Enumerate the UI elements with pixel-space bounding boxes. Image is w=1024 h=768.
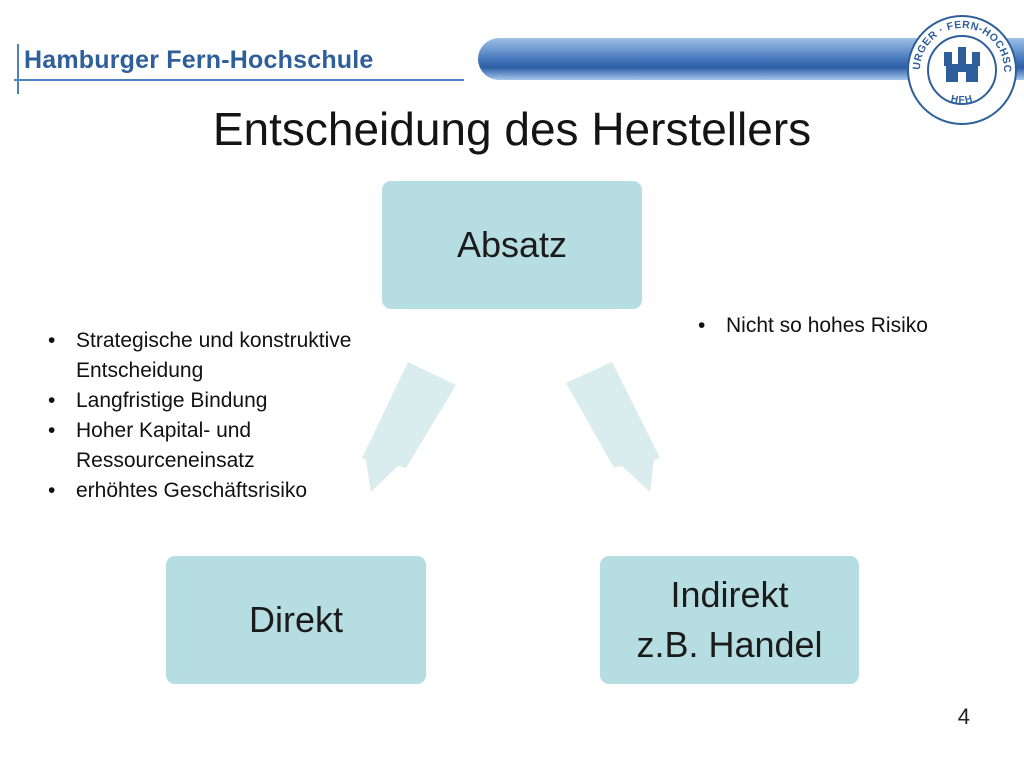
header-rule-vertical [17,44,19,94]
list-item: Hoher Kapital- und Ressourceneinsatz [44,416,384,476]
notes-direct-sales: Strategische und konstruktive Entscheidu… [44,326,384,506]
hfh-seal-logo: HAMBURGER · FERN-HOCHSCHULE HFH [906,14,1017,125]
notes-indirect-sales: Nicht so hohes Risiko [694,311,1014,341]
node-direkt-label: Direkt [248,599,343,640]
arrow-absatz-to-direkt [362,362,456,492]
slide-title: Entscheidung des Herstellers [212,103,812,155]
list-item: Strategische und konstruktive Entscheidu… [44,326,384,386]
node-direkt: Direkt [166,556,426,684]
node-absatz-label: Absatz [456,224,568,265]
node-absatz: Absatz [382,181,642,309]
node-indirekt-label: Indirekt [670,574,789,615]
node-indirekt-example: z.B. Handel [636,624,823,665]
castle-icon [944,47,980,82]
svg-text:HFH: HFH [950,94,975,107]
seal-text-bottom: HFH [950,94,974,107]
slide-number: 4 [957,704,970,729]
institution-wordmark: Hamburger Fern-Hochschule [24,46,374,74]
list-item: Nicht so hohes Risiko [694,311,1014,341]
header-rule-horizontal [14,79,464,81]
list-item: erhöhtes Geschäftsrisiko [44,476,384,506]
node-indirekt: Indirekt z.B. Handel [600,556,859,684]
arrow-absatz-to-indirekt [566,362,660,492]
list-item: Langfristige Bindung [44,386,384,416]
